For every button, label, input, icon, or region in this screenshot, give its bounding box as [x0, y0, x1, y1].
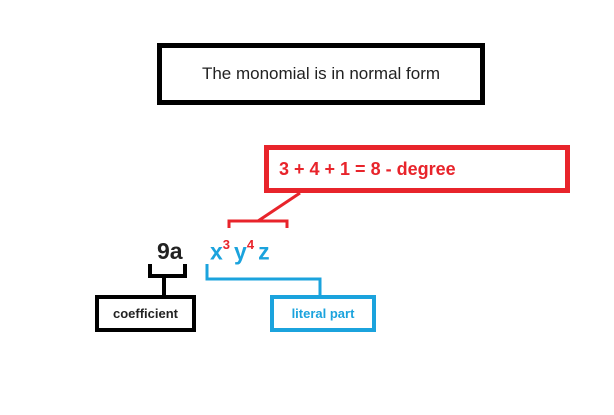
literal-base-z: z — [258, 238, 270, 265]
coefficient-text: 9a — [157, 238, 183, 264]
coefficient-label: coefficient — [112, 306, 178, 321]
exponent-bracket — [227, 219, 289, 228]
title-box: The monomial is in normal form — [157, 43, 485, 105]
literal-exponent-y: 4 — [246, 237, 255, 252]
degree-box: 3 + 4 + 1 = 8 - degree — [264, 145, 570, 193]
literal-exponent-x: 3 — [222, 237, 231, 252]
exponent-to-degree-line — [257, 191, 301, 223]
literal-bracket — [205, 264, 322, 295]
literal-base-x: x — [210, 238, 223, 265]
literal-part-label-box: literal part — [270, 295, 376, 332]
literal-base-y: y — [234, 238, 247, 265]
literal-part-label: literal part — [291, 306, 355, 321]
coefficient-label-box: coefficient — [95, 295, 196, 332]
title-text: The monomial is in normal form — [201, 64, 441, 83]
degree-equation: 3 + 4 + 1 = 8 - degree — [279, 158, 456, 179]
coefficient-bracket — [148, 264, 187, 278]
